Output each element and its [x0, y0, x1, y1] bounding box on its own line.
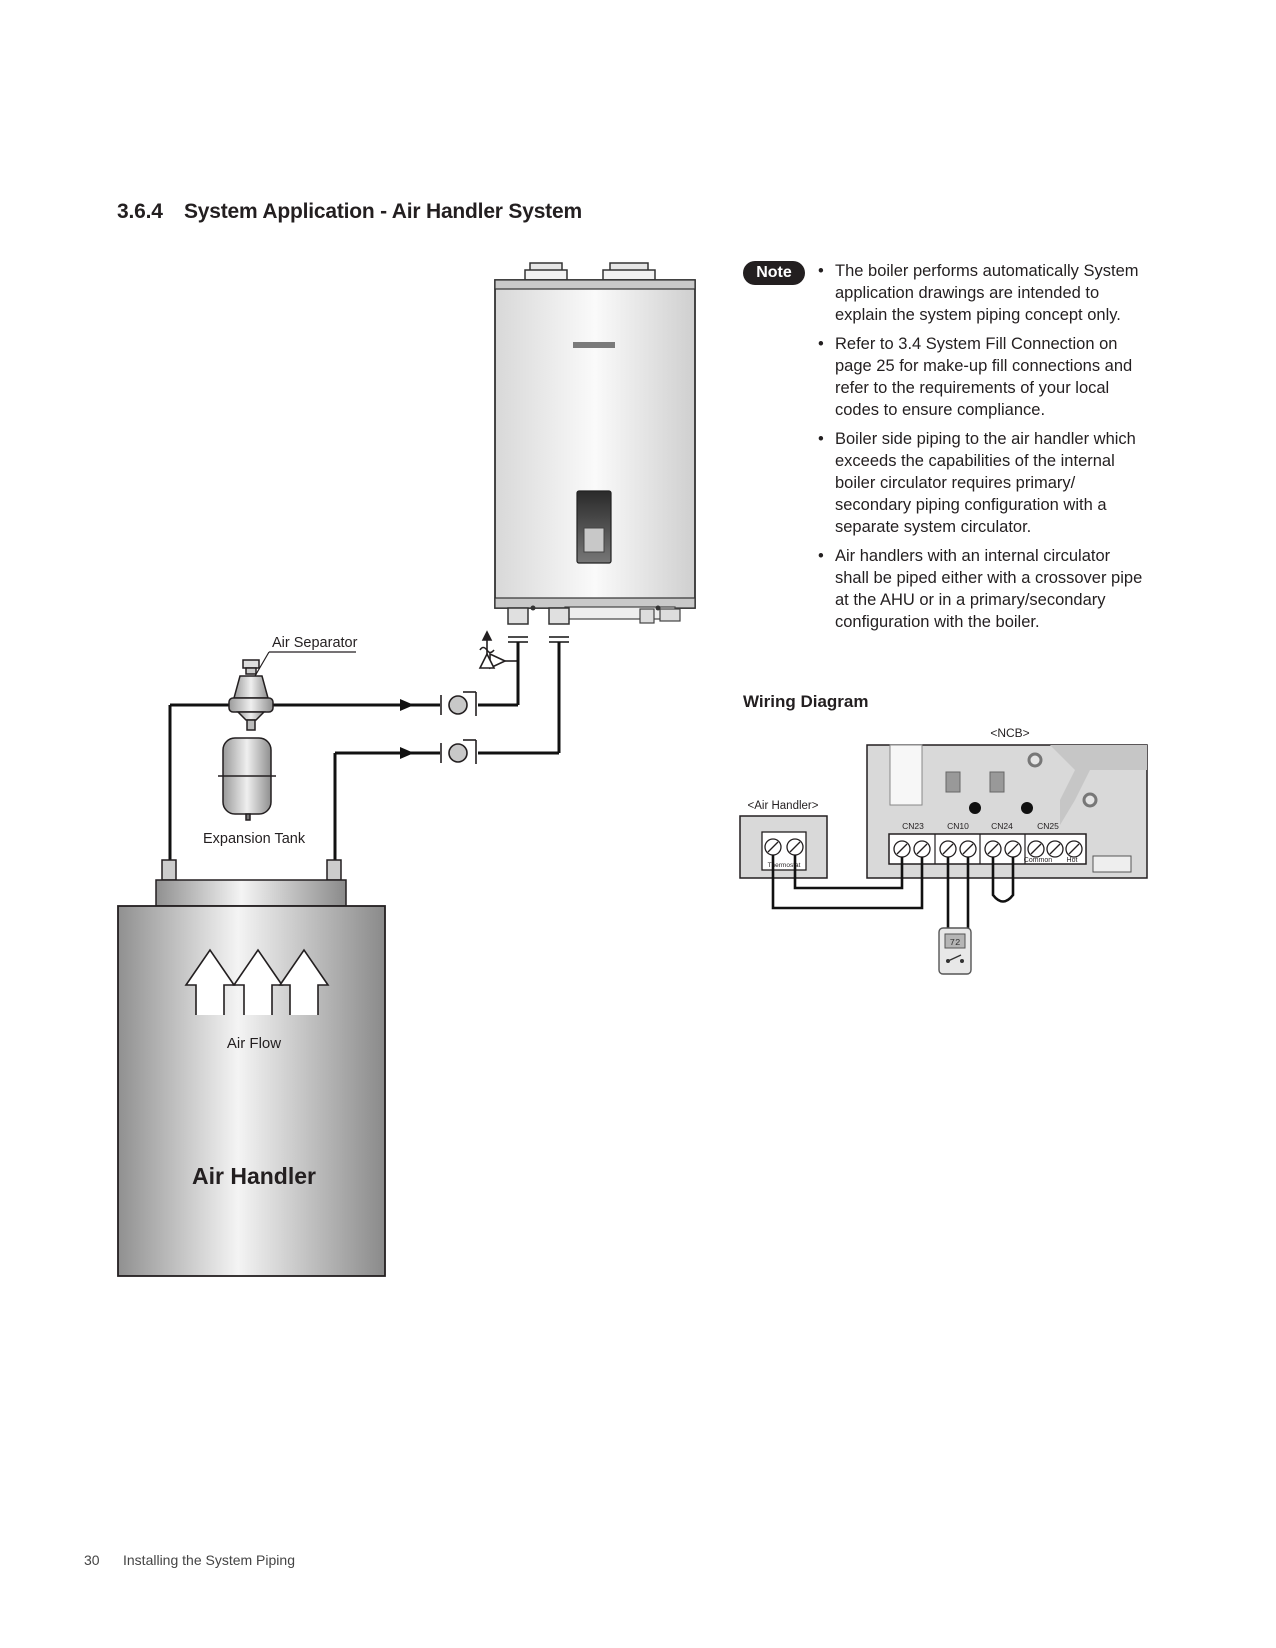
thermostat-terminal-label: Thermostat: [768, 862, 801, 869]
connector-cn23-label: CN23: [902, 821, 924, 831]
wiring-air-handler-label: <Air Handler>: [748, 800, 819, 812]
thermostat-device: 72: [938, 927, 972, 975]
note-item: The boiler performs automatically System…: [818, 260, 1148, 326]
air-flow-label: Air Flow: [227, 1035, 281, 1052]
note-item: Refer to 3.4 System Fill Connection on p…: [818, 333, 1148, 421]
thermostat-display: 72: [950, 938, 961, 948]
note-item: Air handlers with an internal circulator…: [818, 545, 1148, 633]
page-number: 30: [84, 1552, 100, 1568]
page-footer: 30 Installing the System Piping: [84, 1552, 295, 1568]
wiring-diagram-title: Wiring Diagram: [743, 692, 869, 711]
boiler-unit: [494, 262, 696, 643]
section-heading: 3.6.4 System Application - Air Handler Sy…: [117, 200, 582, 224]
section-title: System Application - Air Handler System: [184, 200, 582, 223]
note-list: The boiler performs automatically System…: [818, 260, 1148, 640]
section-number: 3.6.4: [117, 200, 163, 223]
control-wires: [771, 855, 1015, 930]
expansion-tank: [218, 737, 276, 821]
air-handler-unit: [117, 859, 386, 1277]
circulator-pump-return: [440, 739, 477, 764]
connector-cn24-label: CN24: [991, 821, 1013, 831]
air-separator: [228, 659, 274, 731]
footer-section-name: Installing the System Piping: [123, 1552, 295, 1568]
relief-valve: [478, 630, 518, 670]
circulator-pump-supply: [440, 691, 477, 716]
boiler-logo: [573, 342, 615, 348]
flow-arrow-return: [400, 747, 414, 759]
air-handler-label: Air Handler: [192, 1163, 316, 1189]
ncb-label: <NCB>: [990, 726, 1029, 740]
connector-cn10-label: CN10: [947, 821, 969, 831]
hot-label: Hot: [1067, 857, 1078, 864]
wiring-diagram: <NCB> CN23 CN10 CN24 CN25 Common Ho: [739, 726, 1148, 975]
expansion-tank-label: Expansion Tank: [203, 831, 306, 847]
common-label: Common: [1024, 857, 1053, 864]
note-badge: Note: [743, 261, 805, 285]
air-flow-arrows: [184, 948, 330, 1015]
flow-arrow-supply: [400, 699, 414, 711]
air-separator-leader: [254, 651, 270, 677]
air-separator-label: Air Separator: [272, 635, 358, 651]
note-item: Boiler side piping to the air handler wh…: [818, 428, 1148, 538]
connector-cn25-label: CN25: [1037, 821, 1059, 831]
